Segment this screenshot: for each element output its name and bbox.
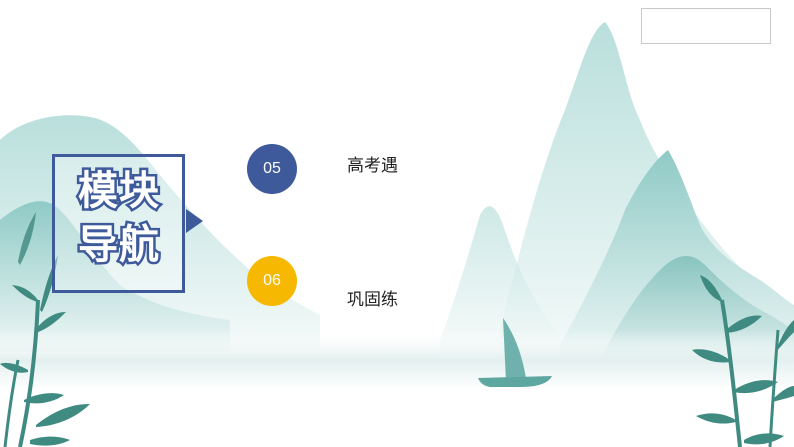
module-title: 模块 导航 xyxy=(64,164,174,272)
module-title-line2: 导航 xyxy=(76,220,162,271)
top-right-placeholder-box xyxy=(641,8,771,44)
module-title-frame xyxy=(52,154,185,293)
triangle-arrow-icon xyxy=(186,209,203,233)
water-mist xyxy=(0,330,794,390)
item-number-badge-06: 06 xyxy=(247,256,297,306)
module-title-line1: 模块 xyxy=(76,166,162,217)
mountain-center xyxy=(440,206,560,355)
nav-item-gaokao[interactable]: 高考遇 xyxy=(347,156,398,176)
bamboo-left xyxy=(0,212,90,447)
item-number-badge-05: 05 xyxy=(247,144,297,194)
nav-item-consolidate[interactable]: 巩固练 xyxy=(347,290,398,310)
boat-icon xyxy=(478,318,552,387)
bamboo-right xyxy=(692,275,794,447)
